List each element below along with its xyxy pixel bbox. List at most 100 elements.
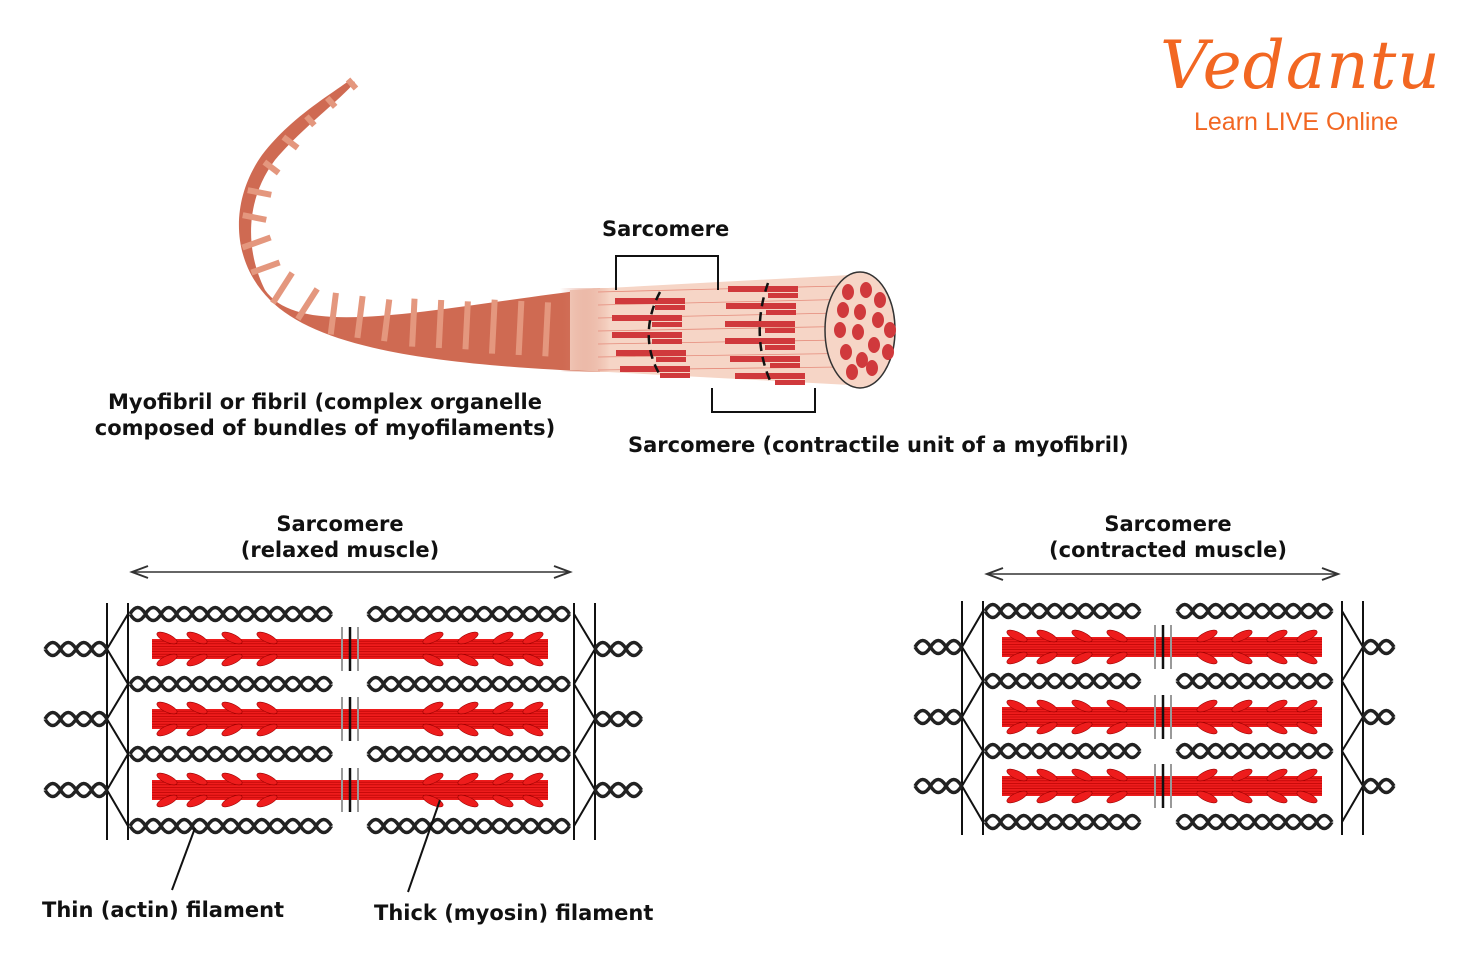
myosin-head — [492, 794, 514, 808]
myosin-head — [1036, 768, 1058, 782]
myofibril-stripe — [241, 234, 272, 251]
myosin-head — [1071, 629, 1093, 643]
thin-filament — [1175, 813, 1334, 831]
myosin-head — [156, 772, 178, 786]
myosin-head — [1296, 721, 1318, 735]
myofilament-bar — [765, 328, 795, 333]
myosin-head — [457, 653, 479, 667]
myofibril-cross-section-fibril — [837, 302, 849, 318]
myofibril-label-line2: composed of bundles of myofilaments) — [94, 416, 556, 440]
myofibril-stripe — [345, 77, 359, 91]
myosin-head — [221, 794, 243, 808]
myofibril-stripe — [281, 134, 300, 151]
myosin-head — [422, 772, 444, 786]
z-disc-zigzag — [960, 610, 985, 823]
myofibril-cross-section-fibril — [834, 322, 846, 338]
myofibril-striations — [241, 77, 577, 360]
myofibril-stripe — [247, 187, 272, 198]
myosin-head — [1036, 721, 1058, 735]
actin-strand — [1175, 672, 1334, 690]
myofibril-cross-section-fibril — [860, 282, 872, 298]
myofibril-label-line1: Myofibril or fibril (complex organelle — [108, 390, 542, 414]
myosin-head — [1071, 790, 1093, 804]
sarcomere-label: Sarcomere — [602, 217, 730, 241]
myosin-head — [1006, 721, 1028, 735]
myosin-head — [422, 723, 444, 737]
arrowhead-left-icon — [984, 567, 1004, 581]
myofibril-cross-section-fibril — [872, 312, 884, 328]
myosin-head — [1106, 699, 1128, 713]
actin-strand — [913, 708, 964, 726]
actin-strand — [128, 605, 334, 623]
myofilament-bar — [768, 293, 798, 298]
myosin-head — [422, 653, 444, 667]
myosin-head — [221, 772, 243, 786]
myosin-head — [256, 772, 278, 786]
relaxed-title-line1: Sarcomere — [276, 512, 404, 536]
sarcomere-bracket-bottom — [711, 388, 816, 413]
myosin-head — [256, 631, 278, 645]
myofibril-label: Myofibril or fibril (complex organelle c… — [60, 389, 590, 441]
myosin-head — [1231, 629, 1253, 643]
myofibril-lattice-line — [597, 326, 841, 332]
myosin-head — [522, 794, 544, 808]
myofilament-bar — [656, 357, 686, 362]
outer-thin-filament — [913, 708, 964, 726]
myosin-head — [1106, 721, 1128, 735]
actin-strand — [128, 817, 334, 835]
actin-strand — [1361, 638, 1396, 656]
myofibril-stripe — [304, 114, 317, 128]
myosin-head — [221, 631, 243, 645]
thin-filament — [366, 605, 572, 623]
thin-filament — [1175, 742, 1334, 760]
myofibril-stripe — [462, 301, 471, 350]
logo-tagline: Learn LIVE Online — [1194, 108, 1399, 136]
outer-thin-filament — [593, 710, 644, 728]
myofibril-stripe — [542, 302, 552, 357]
actin-strand — [128, 745, 334, 763]
myofilament-bar — [612, 315, 682, 321]
myosin-head — [1196, 790, 1218, 804]
thick-filament-callout-line — [407, 799, 441, 893]
thin-filament — [983, 672, 1142, 690]
myosin-head — [256, 653, 278, 667]
myosin-head — [1231, 699, 1253, 713]
actin-strand — [983, 742, 1142, 760]
myosin-head — [1006, 629, 1028, 643]
actin-strand — [1175, 742, 1334, 760]
thin-filament — [128, 817, 334, 835]
actin-strand — [43, 640, 109, 658]
myofibril-cross-section-fibril — [856, 352, 868, 368]
actin-strand — [1361, 777, 1396, 795]
contracted-sarcomere — [913, 567, 1396, 835]
myosin-head — [1266, 790, 1288, 804]
myosin-head — [1231, 721, 1253, 735]
myosin-head — [492, 701, 514, 715]
myosin-head — [1296, 768, 1318, 782]
myosin-head — [1266, 768, 1288, 782]
myosin-head — [186, 772, 208, 786]
myosin-head — [1071, 651, 1093, 665]
myosin-head — [186, 701, 208, 715]
actin-strand — [366, 605, 572, 623]
outer-thin-filament — [43, 781, 109, 799]
myofibril-fade — [560, 288, 610, 372]
myofibril-stripe — [324, 95, 338, 109]
myosin-head — [1036, 790, 1058, 804]
actin-strand — [43, 781, 109, 799]
myosin-head — [256, 723, 278, 737]
myosin-head — [256, 701, 278, 715]
myosin-head — [422, 631, 444, 645]
myosin-head — [221, 701, 243, 715]
myosin-head — [186, 631, 208, 645]
myofilament-bar — [770, 363, 800, 368]
myosin-head — [1106, 768, 1128, 782]
myosin-head — [221, 653, 243, 667]
myosin-head — [1196, 651, 1218, 665]
myosin-head — [1196, 699, 1218, 713]
actin-strand — [366, 675, 572, 693]
thin-filament — [983, 742, 1142, 760]
contracted-title-line2: (contracted muscle) — [1049, 538, 1287, 562]
myofilament-bar — [735, 373, 805, 379]
